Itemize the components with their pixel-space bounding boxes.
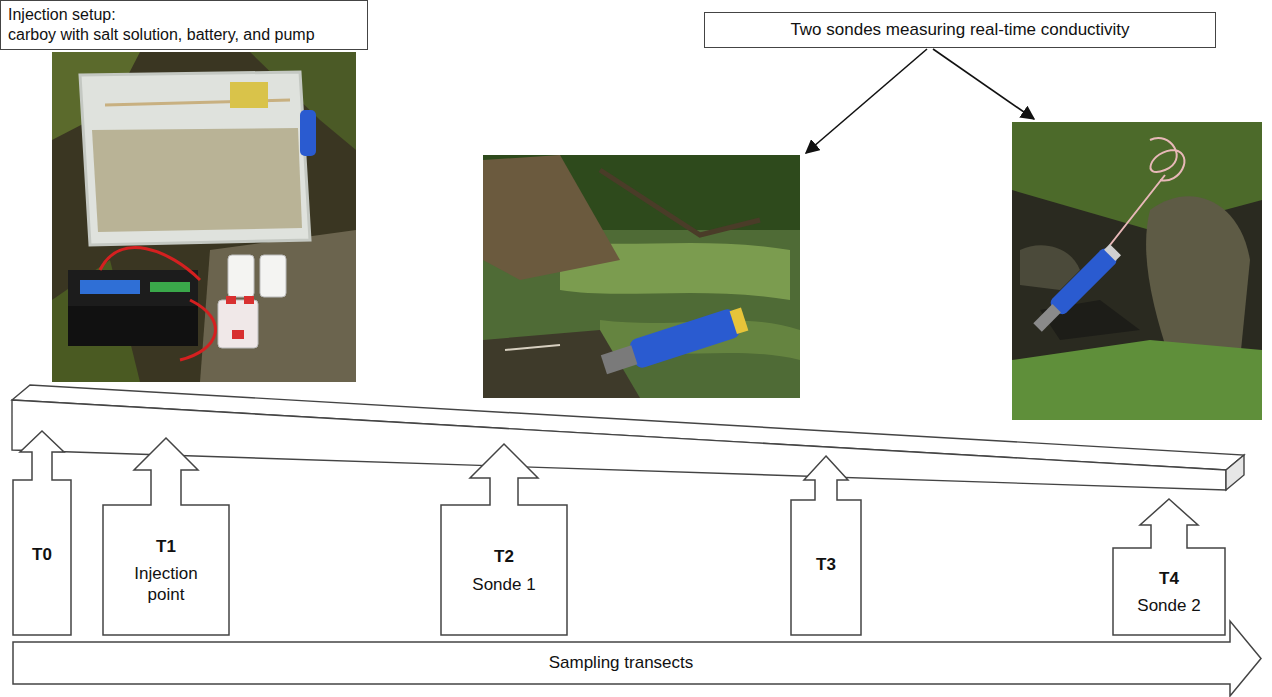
node-heading: T3 (816, 554, 836, 575)
bottle-cap (226, 296, 236, 304)
node-heading: T1 (156, 536, 176, 557)
node-text: carboy with salt solution, battery, and … (8, 25, 315, 45)
twig (505, 345, 560, 350)
transect-marker: T3 (790, 455, 862, 636)
leader-arrow (933, 49, 1034, 119)
sonde (599, 305, 749, 379)
photo-ground (483, 155, 800, 398)
node-text: Sonde 2 (1137, 595, 1200, 616)
stones (483, 330, 640, 398)
injection-photo (52, 52, 356, 382)
rock (200, 230, 356, 382)
sonde-cap (1104, 244, 1121, 261)
node-outline (13, 621, 1261, 696)
caption-box: Injection setup:carboy with salt solutio… (0, 0, 368, 50)
node-outline (441, 444, 567, 635)
log (483, 155, 620, 280)
sonde (1031, 243, 1123, 335)
node-outline (103, 438, 229, 635)
pump (230, 82, 268, 108)
beam-front (12, 400, 1226, 490)
battery (68, 306, 198, 346)
node-outline (791, 456, 861, 635)
sample-bottle (228, 255, 254, 297)
node-heading: Sampling transects (549, 652, 694, 673)
leader-arrow (806, 49, 927, 153)
node-heading: Two sondes measuring real-time conductiv… (790, 19, 1129, 40)
photo-ground (52, 52, 356, 382)
battery-label (150, 282, 190, 292)
sonde-cap (730, 308, 749, 335)
node-outline (1113, 499, 1225, 635)
node-outline (12, 430, 72, 636)
salt-solution (92, 128, 302, 232)
node-text: Injection point (118, 563, 214, 606)
node-outline (13, 431, 71, 635)
node-heading: T2 (494, 546, 514, 567)
rope (1110, 138, 1184, 245)
sampling-arrow: Sampling transects (12, 620, 1262, 697)
stream-beam (12, 385, 1244, 490)
caption-box: Two sondes measuring real-time conductiv… (704, 12, 1216, 48)
sonde-body (628, 307, 742, 370)
sonde-tip (1033, 304, 1061, 332)
node-heading: T4 (1159, 568, 1179, 589)
node-outline (102, 437, 230, 636)
boulder (1146, 196, 1250, 360)
sample-bottle (218, 300, 258, 348)
sonde-tip (601, 345, 638, 374)
grass (1012, 340, 1262, 420)
bottle-cap (232, 330, 244, 339)
photo-ground (1012, 122, 1262, 420)
transect-marker: T1Injection point (102, 437, 230, 636)
node-text: Sonde 1 (472, 574, 535, 595)
sonde-body (1048, 246, 1119, 317)
beam-end (1226, 455, 1244, 490)
node-outline (790, 455, 862, 636)
plastic-carboy (80, 72, 310, 245)
battery (68, 270, 198, 306)
sonde-photo (1012, 122, 1262, 420)
battery-label (80, 280, 140, 294)
transect-marker: T0 (12, 430, 72, 636)
sample-bottle (260, 255, 286, 297)
bottle-cap (244, 296, 254, 304)
transect-marker: T4Sonde 2 (1112, 498, 1226, 636)
node-heading: T0 (32, 544, 52, 565)
sonde-photo (483, 155, 800, 398)
branch (600, 170, 760, 235)
node-heading: Injection setup: (8, 5, 116, 25)
node-outline (440, 443, 568, 636)
carboy-handle (300, 110, 316, 156)
wire (100, 248, 215, 360)
node-outline (1112, 498, 1226, 636)
transect-marker: T2Sonde 1 (440, 443, 568, 636)
